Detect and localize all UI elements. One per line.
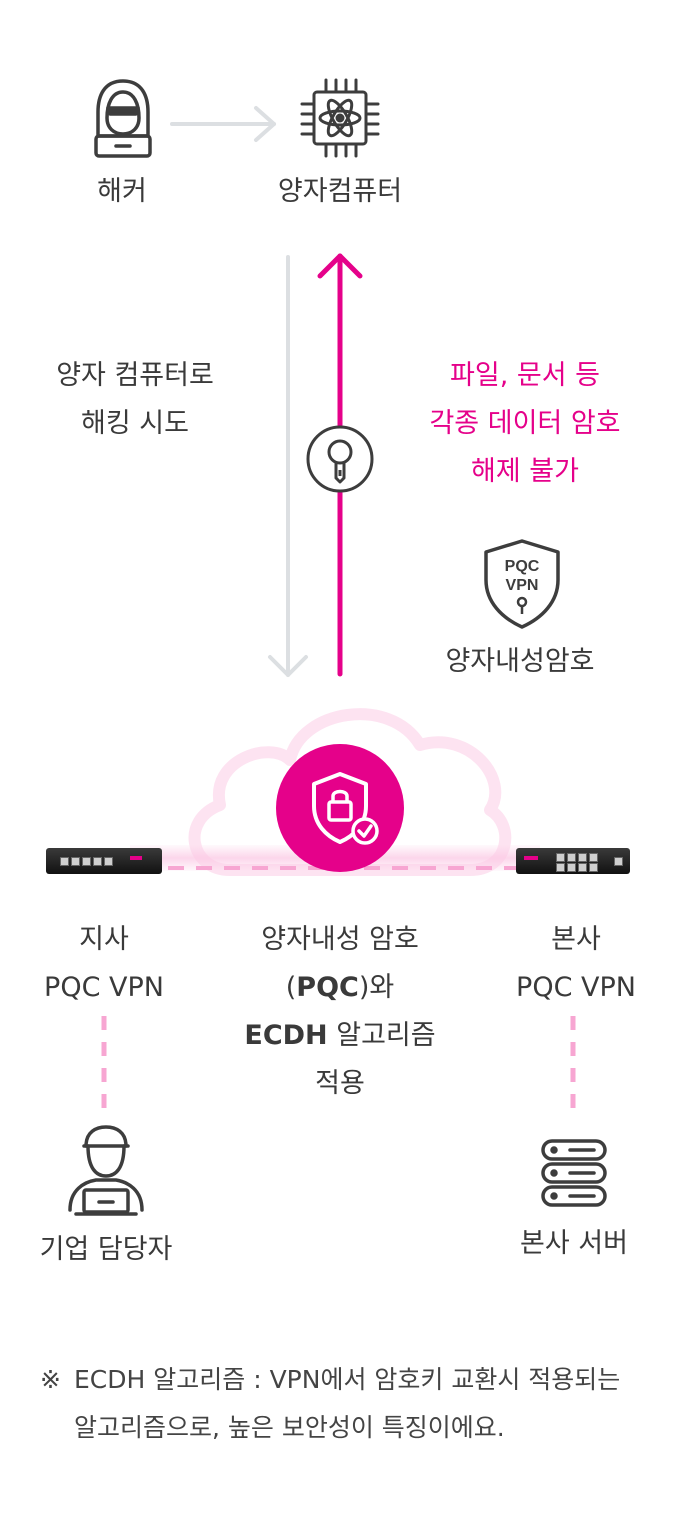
attack-description: 양자 컴퓨터로 해킹 시도 [10, 352, 260, 448]
hq-vpn-device [516, 848, 630, 874]
center-line-2: (PQC)와 [285, 972, 395, 1003]
cloud-shape [170, 700, 520, 884]
footnote-line-1: ※ECDH 알고리즘 : VPN에서 암호키 교환시 적용되는 [40, 1356, 620, 1404]
center-description: 양자내성 암호 (PQC)와 ECDH 알고리즘 적용 [200, 916, 480, 1108]
arrow-hacker-to-quantum [170, 104, 280, 148]
branch-connector [101, 1016, 107, 1120]
quantum-computer-label: 양자컴퓨터 [277, 176, 403, 207]
branch-vpn-label: 지사 PQC VPN [24, 916, 184, 1012]
protection-description: 파일, 문서 등 각종 데이터 암호 해제 불가 [395, 352, 655, 496]
attack-line-1: 양자 컴퓨터로 [56, 360, 214, 391]
server-icon [540, 1138, 608, 1208]
branch-vpn-device [46, 848, 162, 874]
hq-line-1: 본사 [551, 924, 601, 955]
branch-line-1: 지사 [79, 924, 129, 955]
hq-vpn-label: 본사 PQC VPN [496, 916, 656, 1012]
attack-arrow-down [266, 255, 310, 689]
badge-text-vpn: VPN [506, 577, 539, 594]
center-line-1: 양자내성 암호 [261, 924, 419, 955]
badge-text-pqc: PQC [505, 558, 540, 575]
protection-line-1: 파일, 문서 등 [450, 360, 600, 391]
pqc-badge-label: 양자내성암호 [445, 646, 595, 677]
hq-line-2: PQC VPN [516, 972, 636, 1003]
footnote: ※ECDH 알고리즘 : VPN에서 암호키 교환시 적용되는 알고리즘으로, … [40, 1356, 620, 1452]
hacker-icon [90, 78, 156, 160]
footnote-line-2: 알고리즘으로, 높은 보안성이 특징이에요. [74, 1413, 505, 1442]
secure-shield-icon [276, 744, 404, 872]
pqc-bold: PQC [296, 972, 359, 1003]
protection-line-3: 해제 불가 [471, 456, 579, 487]
hq-connector [570, 1016, 576, 1124]
key-lock-icon [305, 424, 375, 494]
pqc-vpn-shield-icon: PQC VPN [482, 538, 562, 630]
footnote-mark: ※ [40, 1365, 61, 1394]
employee-label: 기업 담당자 [39, 1234, 173, 1265]
center-line-4: 적용 [315, 1068, 365, 1099]
protection-line-2: 각종 데이터 암호 [429, 408, 621, 439]
hacker-label: 해커 [97, 176, 147, 207]
quantum-computer-icon [300, 78, 380, 158]
server-label: 본사 서버 [520, 1228, 628, 1259]
branch-line-2: PQC VPN [44, 972, 164, 1003]
employee-laptop-icon [66, 1124, 146, 1218]
center-line-3: ECDH 알고리즘 [244, 1020, 436, 1051]
ecdh-bold: ECDH [244, 1020, 328, 1051]
attack-line-2: 해킹 시도 [81, 408, 189, 439]
